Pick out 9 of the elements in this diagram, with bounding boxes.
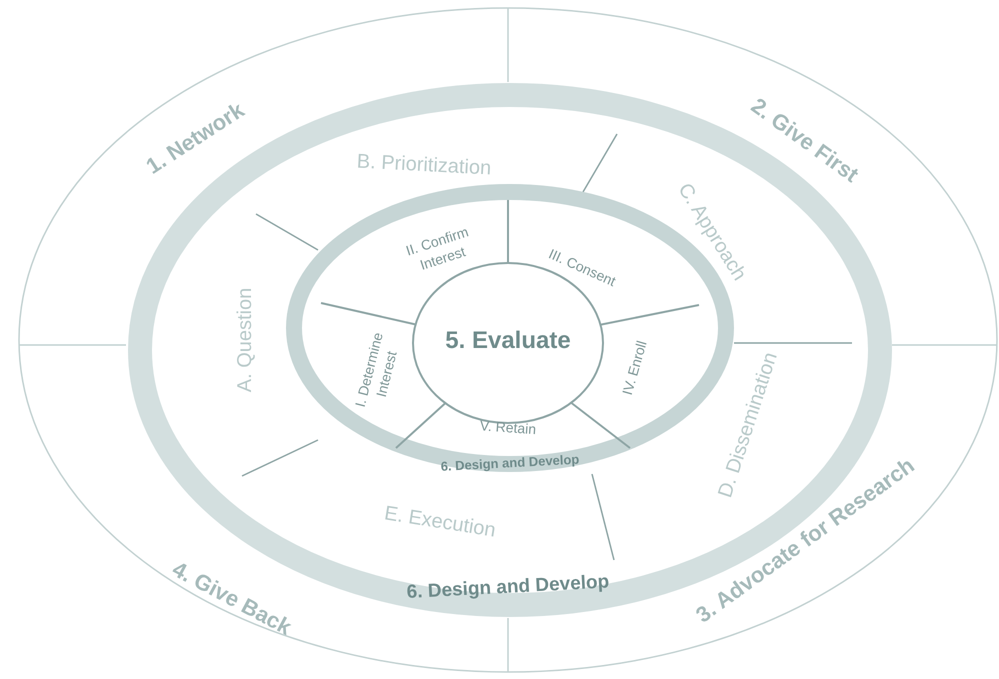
- sector-label: E. Execution: [382, 498, 498, 546]
- sector-label: A. Question: [230, 288, 260, 392]
- sector-label: V. Retain: [479, 417, 537, 439]
- sector-label: II. Confirm Interest: [392, 219, 488, 281]
- sector-label: B. Prioritization: [356, 146, 492, 184]
- center-circle-label: 5. Evaluate: [445, 323, 571, 359]
- sector-label: IV. Enroll: [618, 338, 652, 398]
- ring-band-label: 6. Design and Develop: [440, 450, 580, 476]
- ring-band-label: 6. Design and Develop: [406, 568, 610, 608]
